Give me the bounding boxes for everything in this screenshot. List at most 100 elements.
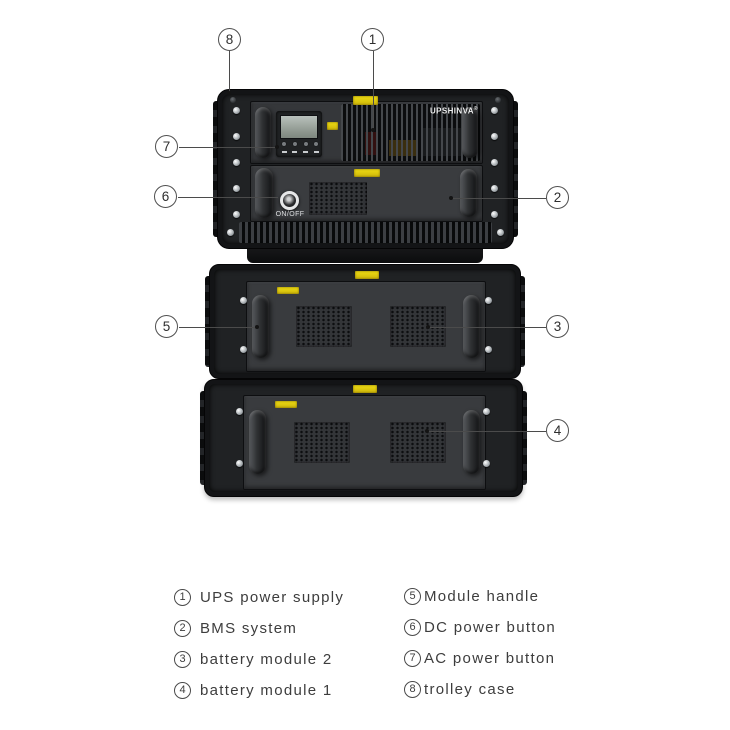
screw <box>233 133 240 140</box>
legend-item-trolley-case: 8 trolley case <box>404 680 556 698</box>
vent-slat-overlay <box>239 222 492 243</box>
yellow-seal-sticker <box>353 96 378 105</box>
display-button <box>293 142 297 146</box>
legend-column-right: 5 Module handle 6 DC power button 7 AC p… <box>404 587 556 698</box>
callout-line-1 <box>373 51 375 130</box>
module-handle-left <box>249 410 266 474</box>
battery-vent-grid-right <box>390 422 446 463</box>
legend-label: trolley case <box>424 680 516 698</box>
callout-line-5 <box>179 327 257 329</box>
yellow-seal-sticker <box>353 385 377 393</box>
screw <box>491 159 498 166</box>
battery-front-panel <box>243 395 486 490</box>
legend-item-bms: 2 BMS system <box>174 619 344 637</box>
yellow-seal-sticker <box>355 271 379 279</box>
callout-marker-module-handle: 5 <box>155 315 178 338</box>
display-button <box>314 142 318 146</box>
screw <box>491 133 498 140</box>
legend-number: 3 <box>174 650 191 668</box>
screw <box>483 408 490 415</box>
legend-label: battery module 1 <box>200 681 333 699</box>
callout-marker-dc-power-button: 6 <box>154 185 177 208</box>
button-label-mark <box>303 151 308 153</box>
callout-line-2 <box>452 198 546 200</box>
yellow-label-sticker <box>354 169 380 177</box>
battery-vent-grid-left <box>296 306 352 347</box>
callout-dot-5 <box>255 325 259 329</box>
legend-number: 8 <box>404 680 421 698</box>
screw <box>233 211 240 218</box>
panel-handle-right <box>462 107 478 158</box>
inverter-vent-grille <box>341 104 480 161</box>
screw <box>227 229 234 236</box>
brand-logo: UPSHINVA® <box>430 106 478 116</box>
corner-screw <box>230 97 236 103</box>
button-label-mark <box>314 151 319 153</box>
callout-number: 8 <box>225 32 234 47</box>
battery-front-panel <box>246 281 486 372</box>
panel-handle-left <box>255 107 271 158</box>
legend-item-module-handle: 5 Module handle <box>404 587 556 605</box>
module-handle-right <box>463 295 480 358</box>
callout-line-6 <box>178 197 278 199</box>
screw <box>491 107 498 114</box>
bms-vent-grid <box>309 182 367 215</box>
button-label-mark <box>292 151 297 153</box>
legend-item-dc-power-button: 6 DC power button <box>404 618 556 636</box>
yellow-label-sticker <box>277 287 299 294</box>
legend-item-battery-1: 4 battery module 1 <box>174 681 344 699</box>
panel-handle-left <box>255 168 273 218</box>
screw <box>236 408 243 415</box>
legend-column-left: 1 UPS power supply 2 BMS system 3 batter… <box>174 588 344 699</box>
callout-marker-battery-module-2: 3 <box>546 315 569 338</box>
button-label-mark <box>282 151 287 153</box>
callout-marker-trolley-case: 8 <box>218 28 241 51</box>
screw <box>491 211 498 218</box>
callout-number: 7 <box>162 139 171 154</box>
vent-slat-overlay <box>341 104 480 161</box>
panel-handle-right <box>460 169 477 217</box>
ups-case-base <box>247 246 483 263</box>
bms-front-panel: ON/OFF <box>250 165 483 222</box>
corner-screw <box>495 97 501 103</box>
callout-marker-ups: 1 <box>361 28 384 51</box>
legend-label: UPS power supply <box>200 588 345 606</box>
screw <box>236 460 243 467</box>
legend-label: battery module 2 <box>200 650 333 668</box>
ups-front-panel: UPSHINVA® <box>250 101 483 164</box>
callout-dot-2 <box>449 196 453 200</box>
callout-dot-8 <box>227 91 231 95</box>
callout-line-8 <box>229 51 231 93</box>
screw <box>233 159 240 166</box>
screw <box>485 297 492 304</box>
screw <box>240 297 247 304</box>
callout-marker-ac-power-button: 7 <box>155 135 178 158</box>
screw <box>240 346 247 353</box>
callout-number: 2 <box>553 190 562 205</box>
callout-number: 1 <box>368 32 377 47</box>
legend-label: AC power button <box>424 649 556 667</box>
module-handle-left <box>252 295 269 358</box>
legend-number: 1 <box>174 588 191 606</box>
display-button <box>304 142 308 146</box>
lcd-display-unit <box>276 111 322 157</box>
on-off-power-button <box>280 191 299 210</box>
legend-number: 2 <box>174 619 191 637</box>
screw <box>483 460 490 467</box>
legend-label: BMS system <box>200 619 298 637</box>
callout-dot-1 <box>371 128 375 132</box>
module-handle-right <box>463 410 480 474</box>
screw <box>485 346 492 353</box>
power-button-label: ON/OFF <box>275 211 305 218</box>
legend-number: 4 <box>174 681 191 699</box>
yellow-label-sticker <box>275 401 297 408</box>
callout-dot-4 <box>425 429 429 433</box>
screw <box>233 107 240 114</box>
legend-number: 6 <box>404 618 421 636</box>
battery-module-2-case <box>205 264 525 379</box>
callout-line-4 <box>428 431 546 433</box>
legend-number: 7 <box>404 649 421 667</box>
battery-vent-grid-right <box>390 306 446 347</box>
callout-number: 6 <box>161 189 170 204</box>
